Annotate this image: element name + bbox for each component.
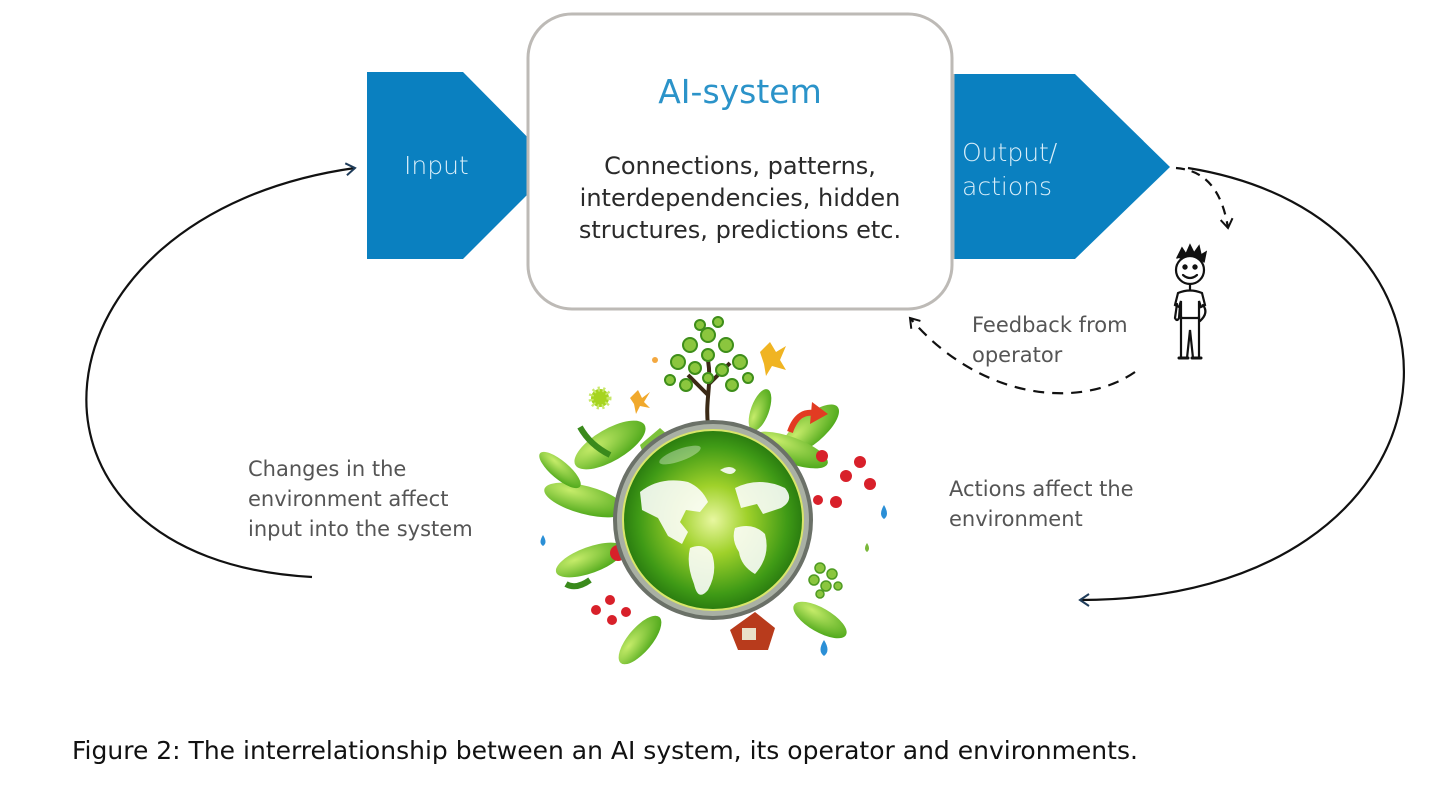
feedback-from-operator-label: Feedback from operator (972, 310, 1128, 370)
ai-system-description-line: interdependencies, hidden (579, 184, 901, 212)
feedback-dashed-arrow (908, 316, 1136, 395)
left-loop-label-line: environment affect (248, 487, 449, 511)
environment-globe-icon (539, 316, 887, 665)
output-to-operator-dashed-arrow (1175, 166, 1234, 230)
right-loop-label-line: Actions affect the (949, 477, 1134, 501)
operator-stick-figure-icon (1173, 243, 1208, 360)
left-loop-label-line: input into the system (248, 517, 473, 541)
right-loop-arrow (1078, 166, 1405, 607)
output-label: Output/ actions (962, 136, 1057, 204)
ai-system-description: Connections, patterns, interdependencies… (527, 150, 953, 246)
left-loop-label-line: Changes in the (248, 457, 407, 481)
output-arrow-shape (953, 74, 1170, 259)
feedback-label-line: operator (972, 343, 1063, 367)
left-loop-arrow (85, 162, 357, 579)
ai-system-title: AI-system (658, 72, 822, 111)
figure-caption: Figure 2: The interrelationship between … (72, 736, 1138, 765)
input-arrow-shape (367, 72, 556, 259)
input-label: Input (404, 151, 469, 180)
ai-system-description-line: structures, predictions etc. (578, 216, 902, 244)
output-label-line: actions (962, 172, 1052, 201)
ai-system-description-line: Connections, patterns, (604, 152, 876, 180)
output-label-line: Output/ (962, 138, 1058, 167)
left-loop-label: Changes in the environment affect input … (248, 454, 473, 544)
feedback-label-line: Feedback from (972, 313, 1128, 337)
right-loop-label-line: environment (949, 507, 1083, 531)
right-loop-label: Actions affect the environment (949, 474, 1134, 534)
